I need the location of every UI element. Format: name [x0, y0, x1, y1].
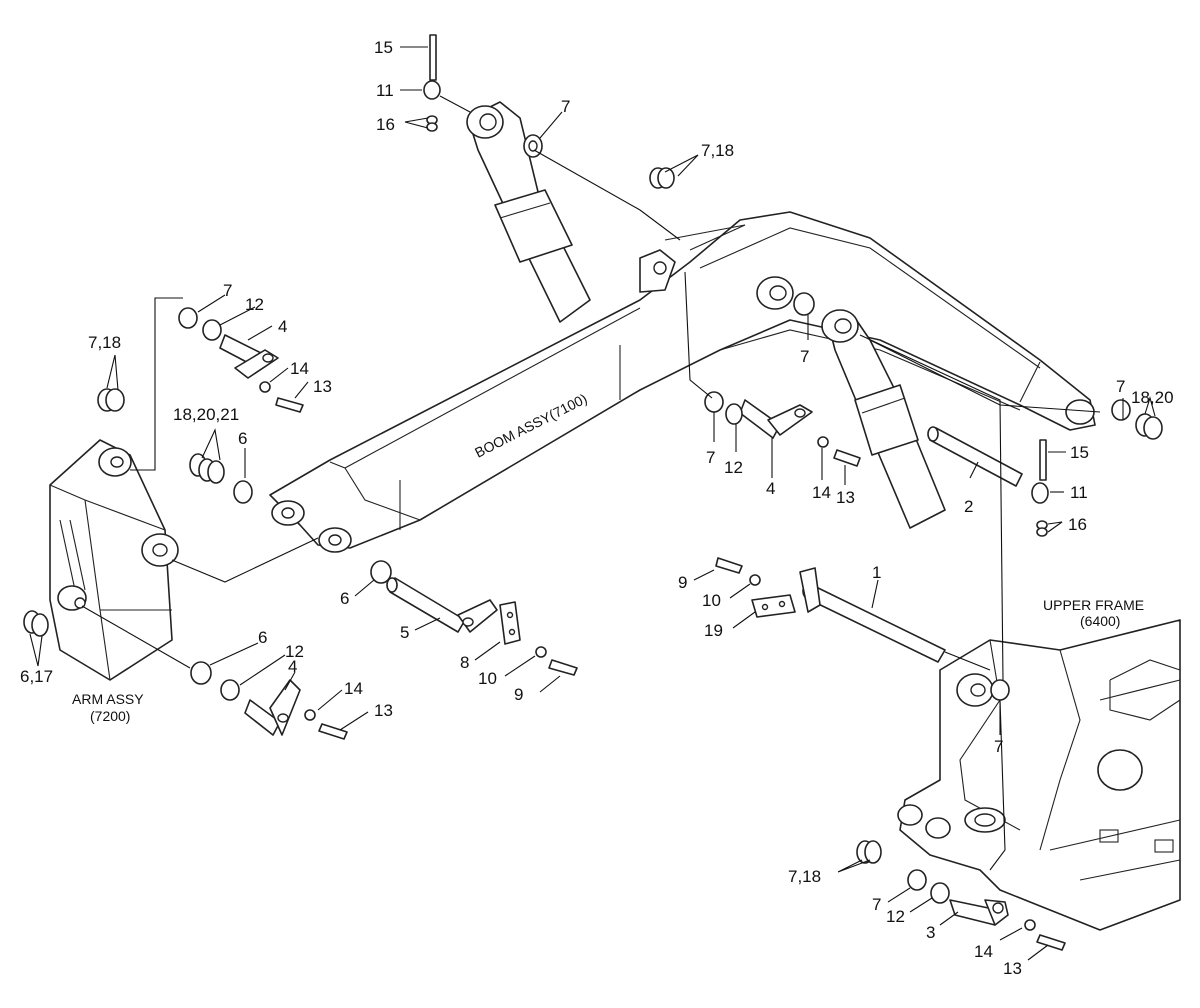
pin-4-center	[739, 399, 813, 439]
boom-assembly	[269, 211, 1096, 553]
callout-8: 8	[460, 653, 469, 672]
pin-4-lower	[244, 679, 301, 736]
callout-7-frame-lower: 7	[872, 895, 881, 914]
callout-12-lower: 12	[285, 642, 304, 661]
boom-cylinder-rear	[466, 101, 591, 323]
callout-14-left: 14	[290, 359, 309, 378]
callout-7-frame: 7	[994, 737, 1003, 756]
callout-13-left: 13	[313, 377, 332, 396]
callout-6-mid: 6	[340, 589, 349, 608]
callout-7-center: 7	[706, 448, 715, 467]
callout-7-top: 7	[561, 97, 570, 116]
arm-assy-code: (7200)	[90, 708, 130, 724]
callout-7-18-top: 7,18	[701, 141, 734, 160]
callout-7-boom-head: 7	[800, 347, 809, 366]
arm-cylinder	[821, 309, 946, 529]
callout-14-lower: 14	[344, 679, 363, 698]
callout-11-top: 11	[376, 81, 394, 100]
pin-5	[386, 577, 498, 633]
callout-1: 1	[872, 563, 881, 582]
callout-7-left: 7	[223, 281, 232, 300]
upper-frame	[897, 619, 1181, 931]
callout-5: 5	[400, 623, 409, 642]
arm-assy-label: ARM ASSY	[72, 691, 144, 707]
callout-19: 19	[704, 621, 723, 640]
callout-12-center: 12	[724, 458, 743, 477]
callout-6-lower: 6	[258, 628, 267, 647]
pin-4-upper-left	[219, 334, 279, 379]
callout-4-center: 4	[766, 479, 775, 498]
callout-7-right: 7	[1116, 377, 1125, 396]
upper-frame-code: (6400)	[1080, 613, 1120, 629]
callout-15-top: 15	[374, 38, 393, 57]
callout-9-mid: 9	[514, 685, 523, 704]
callout-12-frame: 12	[886, 907, 905, 926]
leader-lines	[29, 46, 1156, 961]
callout-14-center: 14	[812, 483, 831, 502]
callout-14-frame: 14	[974, 942, 993, 961]
plate-19	[751, 594, 796, 618]
callout-9-right: 9	[678, 573, 687, 592]
pin-2	[927, 426, 1023, 487]
plate-8	[499, 601, 521, 645]
callout-6-left: 6	[238, 429, 247, 448]
callout-13-frame: 13	[1003, 959, 1022, 978]
callout-4-left: 4	[278, 317, 287, 336]
callout-labels: 15 11 16 7 7,18 7,18 7 12 4 14 13 18,20,…	[20, 38, 1174, 978]
callout-3: 3	[926, 923, 935, 942]
callout-13-lower: 13	[374, 701, 393, 720]
upper-frame-label: UPPER FRAME	[1043, 597, 1144, 613]
callout-16-top: 16	[376, 115, 395, 134]
callout-11-right: 11	[1070, 483, 1088, 502]
callout-15-right: 15	[1070, 443, 1089, 462]
washers	[23, 80, 1163, 931]
callout-13-center: 13	[836, 488, 855, 507]
callout-7-18-arm: 7,18	[88, 333, 121, 352]
bolts	[275, 34, 1066, 951]
callout-7-18-frame: 7,18	[788, 867, 821, 886]
callout-16-right: 16	[1068, 515, 1087, 534]
pin-1	[799, 567, 946, 663]
callout-10-mid: 10	[478, 669, 497, 688]
pin-3	[949, 899, 1009, 926]
arm-assembly	[49, 439, 179, 681]
callout-18-20-right: 18,20	[1131, 388, 1174, 407]
callout-12-left: 12	[245, 295, 264, 314]
callout-4-lower: 4	[288, 657, 297, 676]
callout-2: 2	[964, 497, 973, 516]
callout-6-17: 6,17	[20, 667, 53, 686]
callout-10-right: 10	[702, 591, 721, 610]
callout-18-20-21: 18,20,21	[173, 405, 239, 424]
